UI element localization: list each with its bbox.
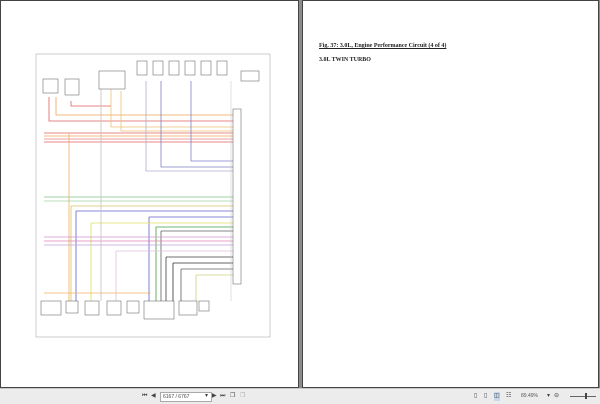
first-page-icon[interactable]: ⏮ [142, 393, 148, 399]
zoom-level[interactable]: 89.49% [521, 393, 538, 399]
two-page-continuous-icon[interactable]: ☷ [506, 393, 512, 399]
zoom-dropdown-icon[interactable]: ▾ [547, 393, 551, 399]
paste-icon[interactable]: ❐ [240, 393, 246, 399]
page-number-input[interactable]: 6167 / 6767 [160, 392, 212, 402]
bottom-toolbar: ⏮ ◀ 6167 / 6767 ▾ ▶ ⏭ ❐ ❐ ▯ ▯ ◫ ☷ 89.49%… [0, 388, 600, 404]
continuous-view-icon[interactable]: ▯ [484, 393, 488, 399]
next-page-icon[interactable]: ▶ [212, 393, 217, 399]
prev-page-icon[interactable]: ◀ [151, 393, 156, 399]
left-page [0, 0, 299, 388]
zoom-slider[interactable] [570, 396, 596, 397]
right-page: Fig. 37: 3.0L, Engine Performance Circui… [302, 0, 599, 388]
last-page-icon[interactable]: ⏭ [220, 393, 226, 399]
zoom-slider-handle[interactable] [585, 393, 587, 399]
wiring-diagram [35, 53, 271, 338]
figure-subtitle: 3.0L TWIN TURBO [319, 57, 371, 63]
two-page-view-icon[interactable]: ◫ [494, 392, 500, 401]
single-page-view-icon[interactable]: ▯ [474, 393, 478, 399]
figure-title: Fig. 37: 3.0L, Engine Performance Circui… [319, 43, 447, 49]
copy-icon[interactable]: ❐ [230, 393, 236, 399]
page-dropdown-icon[interactable]: ▾ [205, 393, 209, 399]
zoom-out-icon[interactable]: ⊖ [554, 393, 560, 399]
